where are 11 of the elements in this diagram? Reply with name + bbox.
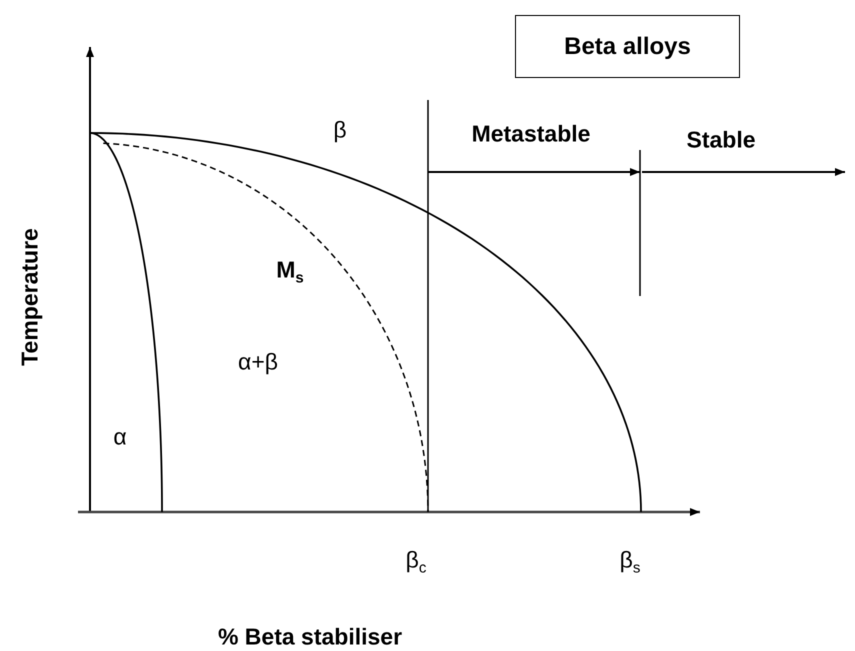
axis-point-label: β$_{s}$ — [620, 548, 640, 576]
region-label: Stable — [686, 128, 756, 152]
region-label: Metastable — [472, 122, 590, 146]
curve-label: M$_{s}$ — [276, 258, 304, 286]
axis-point-label: β$_{c}$ — [406, 548, 426, 576]
phase-label: β — [333, 118, 347, 142]
label-box: Beta alloys — [515, 15, 740, 78]
axis-title: Temperature — [18, 228, 42, 366]
phase-label: α — [113, 426, 127, 448]
axis-title: % Beta stabiliser — [218, 626, 402, 648]
phase-label: α+β — [238, 350, 278, 374]
